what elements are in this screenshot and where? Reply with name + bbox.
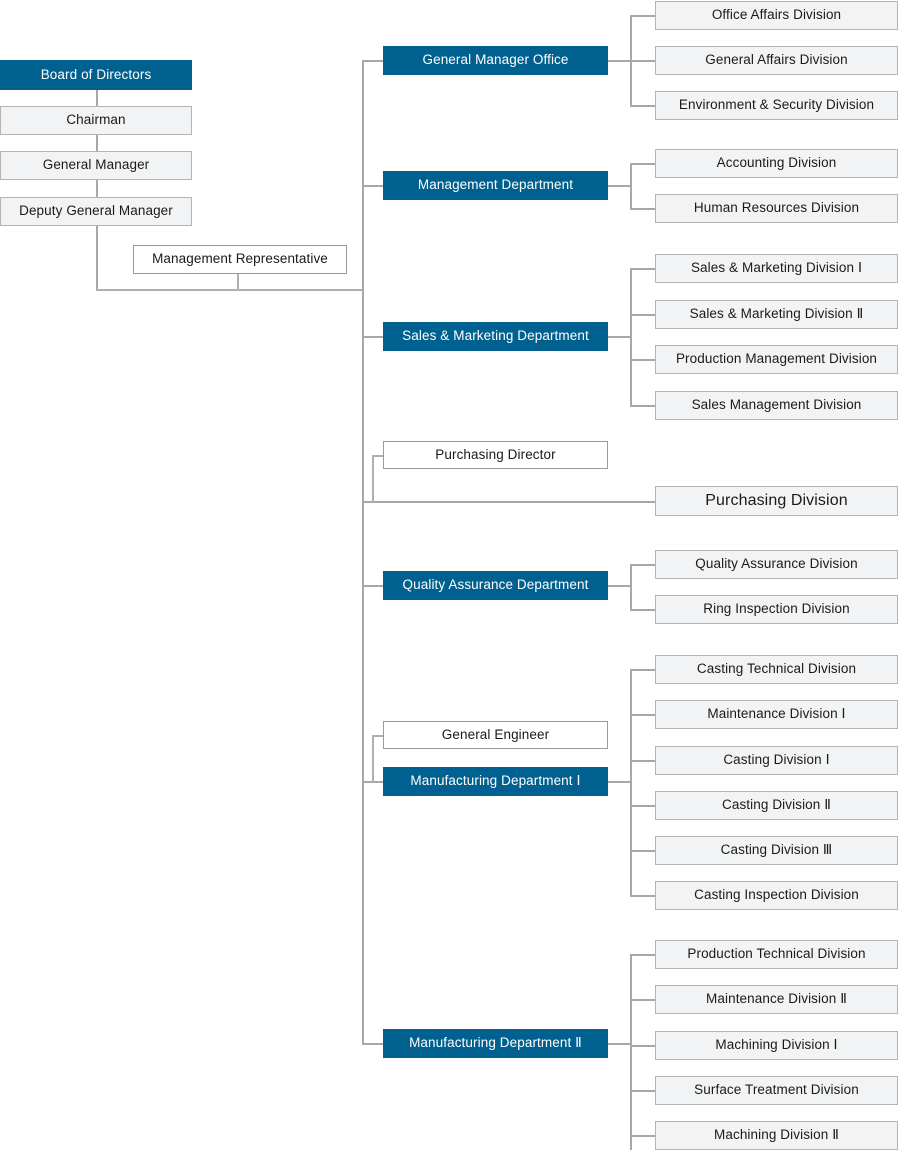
node-maintenance-division-2[interactable]: Maintenance Division Ⅱ: [655, 985, 898, 1014]
connector-horizontal-bus: [96, 289, 363, 291]
connector-office-affairs: [630, 15, 656, 17]
connector-sales-management: [630, 405, 656, 407]
node-sales-marketing-department[interactable]: Sales & Marketing Department: [383, 322, 608, 351]
connector-general-affairs: [630, 60, 656, 62]
node-human-resources-division[interactable]: Human Resources Division: [655, 194, 898, 223]
connector-casting-division-2: [630, 805, 656, 807]
connector-general-manager-to-deputy: [96, 180, 98, 197]
connector-management-department-spine: [630, 163, 632, 208]
connector-ring-inspection: [630, 609, 656, 611]
connector-production-technical: [630, 954, 656, 956]
connector-board-to-chairman: [96, 90, 98, 107]
node-environment-security-division[interactable]: Environment & Security Division: [655, 91, 898, 120]
connector-machining-division-1: [630, 1045, 656, 1047]
connector-chairman-to-general-manager: [96, 135, 98, 151]
node-chairman[interactable]: Chairman: [0, 106, 192, 135]
connector-management-representative-stub: [237, 274, 239, 290]
node-accounting-division[interactable]: Accounting Division: [655, 149, 898, 178]
node-casting-inspection-division[interactable]: Casting Inspection Division: [655, 881, 898, 910]
node-maintenance-division-1[interactable]: Maintenance Division Ⅰ: [655, 700, 898, 729]
node-production-technical-division[interactable]: Production Technical Division: [655, 940, 898, 969]
connector-maintenance-division-1: [630, 714, 656, 716]
connector-manufacturing-department-1-out: [608, 781, 631, 783]
connector-main-trunk: [362, 60, 364, 1043]
connector-management-department-out: [608, 185, 631, 187]
connector-quality-assurance-department-out: [608, 585, 631, 587]
connector-purchasing-director-spine: [372, 455, 374, 502]
node-surface-treatment-division[interactable]: Surface Treatment Division: [655, 1076, 898, 1105]
connector-environment-security: [630, 105, 656, 107]
node-deputy-general-manager[interactable]: Deputy General Manager: [0, 197, 192, 226]
connector-quality-assurance-division: [630, 564, 656, 566]
connector-casting-division-1: [630, 760, 656, 762]
connector-casting-inspection: [630, 895, 656, 897]
connector-general-manager-office-out: [608, 60, 631, 62]
node-purchasing-division[interactable]: Purchasing Division: [655, 486, 898, 516]
connector-accounting: [630, 163, 656, 165]
node-purchasing-director[interactable]: Purchasing Director: [383, 441, 608, 469]
node-office-affairs-division[interactable]: Office Affairs Division: [655, 1, 898, 30]
connector-trunk-to-management-department: [362, 185, 384, 187]
node-manufacturing-department-2[interactable]: Manufacturing Department Ⅱ: [383, 1029, 608, 1058]
node-casting-division-2[interactable]: Casting Division Ⅱ: [655, 791, 898, 820]
node-general-engineer[interactable]: General Engineer: [383, 721, 608, 749]
node-ring-inspection-division[interactable]: Ring Inspection Division: [655, 595, 898, 624]
connector-purchasing-director: [372, 455, 384, 457]
connector-trunk-to-purchasing: [362, 501, 655, 503]
connector-sales-marketing-1: [630, 268, 656, 270]
connector-sales-marketing-spine: [630, 268, 632, 405]
connector-casting-technical: [630, 669, 656, 671]
connector-general-engineer-spine: [372, 735, 374, 782]
connector-sales-marketing-department-out: [608, 336, 631, 338]
node-quality-assurance-division[interactable]: Quality Assurance Division: [655, 550, 898, 579]
connector-sales-marketing-2: [630, 314, 656, 316]
node-casting-division-1[interactable]: Casting Division Ⅰ: [655, 746, 898, 775]
connector-maintenance-division-2: [630, 999, 656, 1001]
connector-production-management: [630, 359, 656, 361]
node-production-management-division[interactable]: Production Management Division: [655, 345, 898, 374]
node-machining-division-2[interactable]: Machining Division Ⅱ: [655, 1121, 898, 1150]
node-casting-division-3[interactable]: Casting Division Ⅲ: [655, 836, 898, 865]
node-management-department[interactable]: Management Department: [383, 171, 608, 200]
connector-manufacturing-department-2-out: [608, 1043, 631, 1045]
node-general-manager[interactable]: General Manager: [0, 151, 192, 180]
connector-deputy-down: [96, 226, 98, 290]
node-machining-division-1[interactable]: Machining Division Ⅰ: [655, 1031, 898, 1060]
node-general-affairs-division[interactable]: General Affairs Division: [655, 46, 898, 75]
connector-surface-treatment: [630, 1090, 656, 1092]
node-casting-technical-division[interactable]: Casting Technical Division: [655, 655, 898, 684]
node-board-of-directors[interactable]: Board of Directors: [0, 60, 192, 90]
connector-trunk-to-general-manager-office: [362, 60, 384, 62]
node-general-manager-office[interactable]: General Manager Office: [383, 46, 608, 75]
connector-machining-division-2: [630, 1135, 656, 1137]
connector-quality-assurance-spine: [630, 564, 632, 609]
connector-manufacturing-1-spine: [630, 669, 632, 896]
node-sales-marketing-division-1[interactable]: Sales & Marketing Division Ⅰ: [655, 254, 898, 283]
connector-manufacturing-2-spine: [630, 954, 632, 1150]
connector-human-resources: [630, 208, 656, 210]
node-manufacturing-department-1[interactable]: Manufacturing Department Ⅰ: [383, 767, 608, 796]
connector-trunk-to-manufacturing-department-2: [362, 1043, 384, 1045]
node-management-representative[interactable]: Management Representative: [133, 245, 347, 274]
node-quality-assurance-department[interactable]: Quality Assurance Department: [383, 571, 608, 600]
connector-general-engineer: [372, 735, 384, 737]
connector-casting-division-3: [630, 850, 656, 852]
node-sales-management-division[interactable]: Sales Management Division: [655, 391, 898, 420]
connector-trunk-to-sales-marketing-department: [362, 336, 384, 338]
node-sales-marketing-division-2[interactable]: Sales & Marketing Division Ⅱ: [655, 300, 898, 329]
connector-trunk-to-quality-assurance-department: [362, 585, 384, 587]
